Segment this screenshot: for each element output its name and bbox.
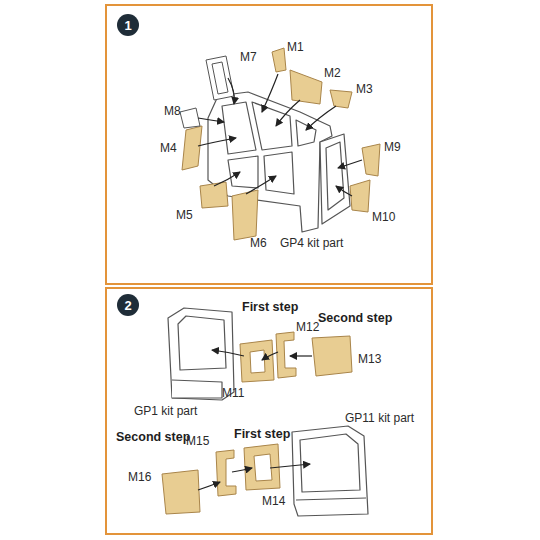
part-number: M9: [384, 140, 401, 154]
part-number: M6: [250, 236, 267, 250]
part-number: M2: [324, 66, 341, 80]
step-heading: First step: [242, 300, 298, 314]
kit-part-label: GP1 kit part: [134, 404, 197, 418]
part-number: M16: [128, 470, 151, 484]
step-number: 2: [117, 294, 139, 316]
step-number-text: 2: [124, 298, 131, 313]
kit-part-label: GP4 kit part: [280, 236, 343, 250]
part-number: M11: [222, 386, 244, 400]
kit-part-label: GP11 kit part: [345, 411, 414, 425]
part-number: M8: [164, 104, 181, 118]
part-number: M14: [262, 494, 285, 508]
step-number-text: 1: [124, 18, 131, 33]
part-number: M3: [356, 82, 373, 96]
part-number: M13: [358, 352, 381, 366]
step-heading: Second step: [116, 430, 190, 444]
part-number: M1: [287, 40, 304, 54]
step-number: 1: [117, 14, 139, 36]
part-number: M7: [240, 50, 257, 64]
part-number: M15: [186, 434, 209, 448]
part-number: M12: [296, 320, 319, 334]
step-heading: First step: [234, 427, 290, 441]
part-number: M10: [372, 210, 395, 224]
part-number: M5: [176, 208, 193, 222]
part-number: M4: [160, 141, 177, 155]
step-heading: Second step: [318, 311, 392, 325]
